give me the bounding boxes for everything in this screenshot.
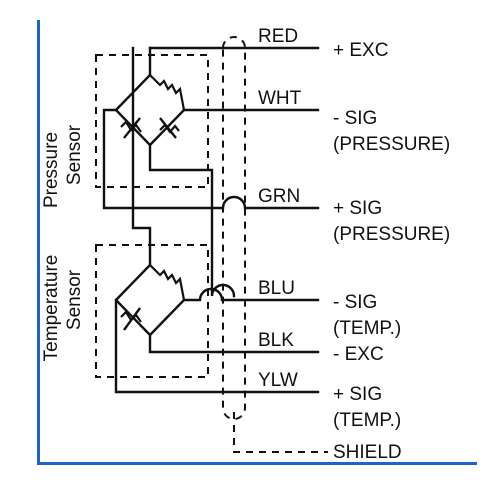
wire-pressure-bottom [148, 143, 236, 298]
temp-bridge-arm-tl [115, 264, 151, 301]
wire-blk [148, 333, 320, 354]
pressure-gauge-right-slash [159, 117, 177, 139]
cable-shield-outline [222, 36, 246, 420]
label-ylw: YLW [258, 370, 298, 391]
pressure-sensor-label-line2: Sensor [64, 124, 85, 185]
signal-ylw-line2: (TEMP.) [333, 410, 401, 431]
label-grn: GRN [258, 186, 300, 207]
signal-red: + EXC [333, 40, 388, 61]
shield-drain-wire [233, 412, 328, 453]
pressure-resistor-tr [149, 74, 186, 111]
signal-shield: SHIELD [333, 442, 402, 463]
wire-grn [102, 108, 320, 210]
label-blk: BLK [258, 330, 294, 351]
label-blu: BLU [258, 278, 295, 299]
temperature-sensor-label-line1: Temperature [41, 255, 62, 362]
signal-blu: - SIG [333, 292, 377, 313]
temp-bridge-arm-br [149, 299, 185, 336]
signal-ylw: + SIG [333, 384, 382, 405]
pressure-bridge [115, 74, 186, 146]
label-red: RED [258, 26, 298, 47]
signal-wht: - SIG [333, 108, 377, 129]
wire-red-rail [131, 46, 152, 267]
signal-grn: + SIG [333, 198, 382, 219]
temperature-bridge [115, 264, 186, 336]
temperature-sensor-enclosure [95, 244, 209, 378]
pressure-sensor-enclosure [95, 54, 209, 188]
wire-ylw [114, 298, 320, 394]
temp-resistor-tr [149, 264, 186, 301]
temperature-sensor-label-line2: Sensor [64, 269, 85, 330]
label-wht: WHT [258, 88, 302, 109]
signal-blk: - EXC [333, 344, 384, 365]
signal-blu-line2: (TEMP.) [333, 318, 401, 339]
frame-bottom-edge [37, 462, 477, 465]
signal-wht-line2: (PRESSURE) [333, 134, 450, 155]
frame-left-edge [37, 20, 40, 465]
wire-red [148, 46, 320, 77]
signal-grn-line2: (PRESSURE) [333, 224, 450, 245]
temp-gauge-left-slash [123, 307, 141, 331]
wire-blu [182, 287, 320, 302]
pressure-sensor-label-line1: Pressure [41, 132, 62, 208]
